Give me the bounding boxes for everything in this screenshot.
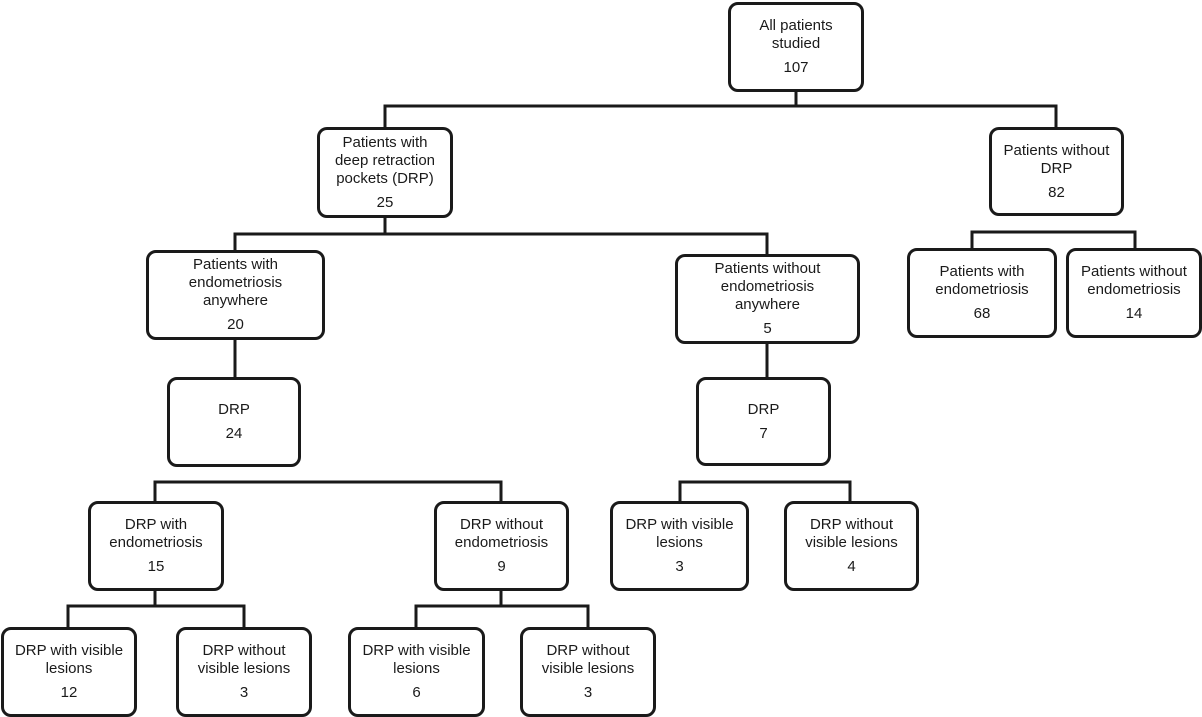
- node-label: Patients with endometriosis: [935, 263, 1029, 298]
- node-count: 4: [847, 558, 856, 575]
- node-label: DRP: [218, 401, 250, 418]
- node-label: DRP without visible lesions: [541, 642, 635, 677]
- node-count: 7: [759, 424, 768, 442]
- node-noendo-visible-lesions: DRP with visible lesions 6: [348, 627, 485, 717]
- node-endometriosis-anywhere: Patients with endometriosis anywhere 20: [146, 250, 325, 340]
- node-count: 15: [147, 558, 165, 575]
- node-count: 68: [973, 305, 991, 322]
- node-count: 3: [583, 684, 593, 701]
- node-label: Patients without DRP: [1003, 141, 1110, 177]
- node-label: DRP: [747, 400, 780, 418]
- node-label: DRP without visible lesions: [805, 516, 898, 551]
- node-count: 82: [1048, 183, 1065, 201]
- node-drp7-visible-lesions: DRP with visible lesions 3: [610, 501, 749, 591]
- node-endo-no-visible-lesions: DRP without visible lesions 3: [176, 627, 312, 717]
- node-patients-without-drp: Patients without DRP 82: [989, 127, 1124, 216]
- node-label: DRP with visible lesions: [14, 642, 124, 677]
- node-drp-7: DRP 7: [696, 377, 831, 466]
- node-drp7-no-visible-lesions: DRP without visible lesions 4: [784, 501, 919, 591]
- node-no-endometriosis-anywhere: Patients without endometriosis anywhere …: [675, 254, 860, 344]
- node-count: 24: [225, 425, 243, 442]
- node-count: 9: [497, 558, 506, 575]
- node-drp-with-endometriosis: DRP with endometriosis 15: [88, 501, 224, 591]
- node-count: 12: [60, 684, 78, 701]
- node-endo-visible-lesions: DRP with visible lesions 12: [1, 627, 137, 717]
- node-noendo-no-visible-lesions: DRP without visible lesions 3: [520, 627, 656, 717]
- node-count: 20: [227, 316, 244, 333]
- node-label: All patients studied: [759, 17, 833, 52]
- node-label: DRP with endometriosis: [109, 516, 203, 551]
- node-label: Patients with deep retraction pockets (D…: [334, 133, 436, 187]
- node-label: DRP with visible lesions: [625, 516, 734, 551]
- node-count: 107: [783, 59, 809, 76]
- node-label: Patients with endometriosis anywhere: [188, 256, 283, 309]
- node-nodrp-with-endometriosis: Patients with endometriosis 68: [907, 248, 1057, 338]
- node-label: Patients without endometriosis: [1081, 263, 1187, 298]
- node-count: 14: [1125, 305, 1143, 322]
- node-label: Patients without endometriosis anywhere: [714, 260, 821, 313]
- node-label: DRP without endometriosis: [454, 516, 549, 551]
- node-label: DRP without visible lesions: [197, 642, 291, 677]
- node-count: 25: [376, 193, 394, 211]
- node-drp-without-endometriosis: DRP without endometriosis 9: [434, 501, 569, 591]
- node-count: 3: [675, 558, 684, 575]
- node-count: 3: [239, 684, 249, 701]
- node-drp-24: DRP 24: [167, 377, 301, 467]
- node-label: DRP with visible lesions: [362, 642, 471, 677]
- node-all-patients: All patients studied 107: [728, 2, 864, 92]
- node-patients-with-drp: Patients with deep retraction pockets (D…: [317, 127, 453, 218]
- node-nodrp-without-endometriosis: Patients without endometriosis 14: [1066, 248, 1202, 338]
- node-count: 6: [412, 684, 421, 701]
- node-count: 5: [763, 320, 772, 337]
